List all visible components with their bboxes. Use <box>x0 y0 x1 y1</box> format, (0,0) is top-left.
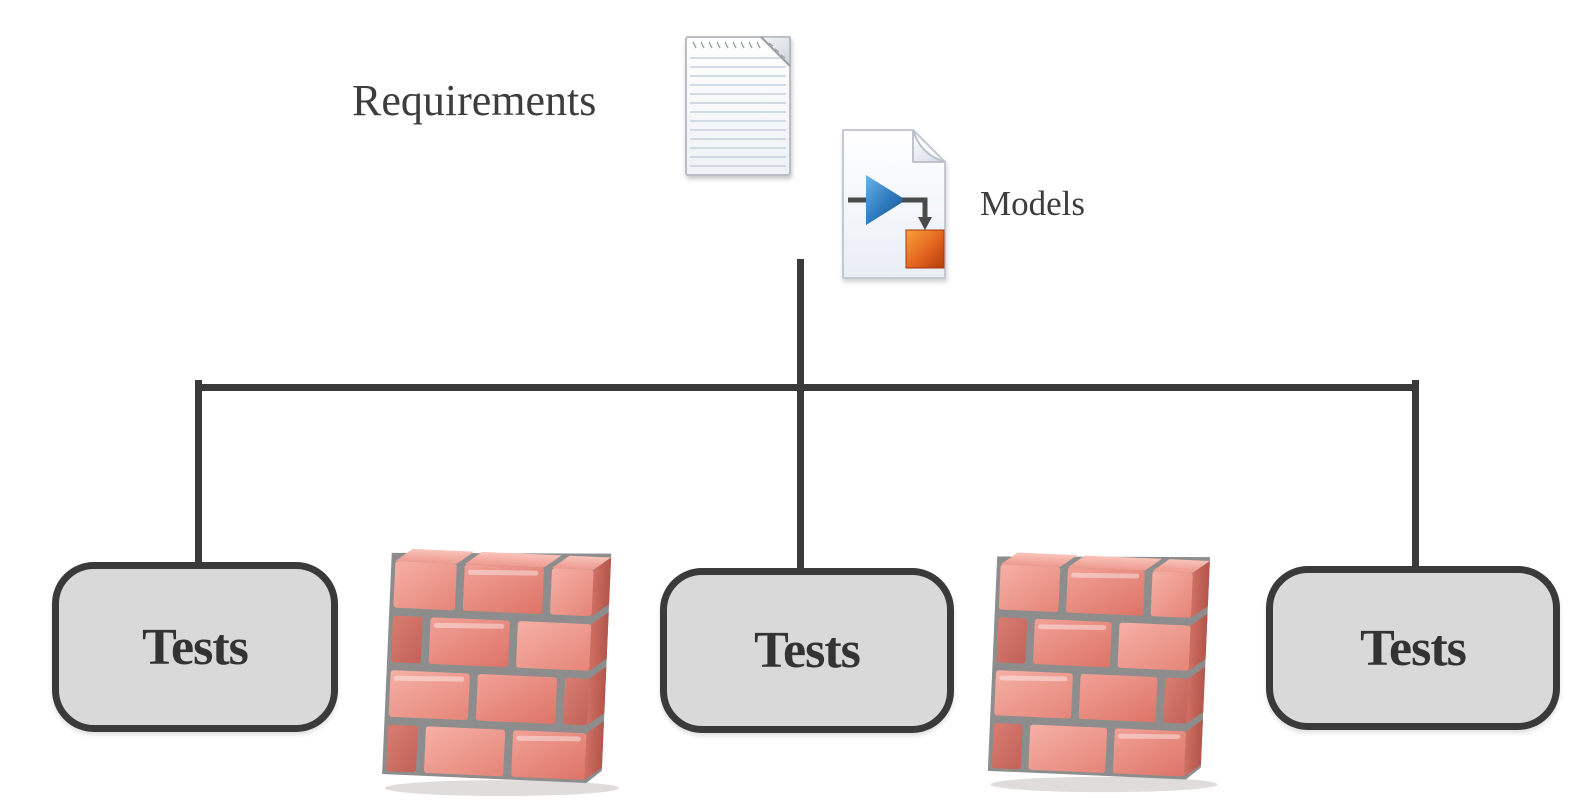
test-box-left: Tests <box>52 562 338 732</box>
connector-left-drop-line <box>195 380 202 564</box>
brick-wall-icon <box>372 538 636 800</box>
connector-trunk-line <box>797 259 804 569</box>
brick-wall-icon <box>978 542 1234 796</box>
test-box-middle: Tests <box>660 568 954 733</box>
requirements-label: Requirements <box>352 76 597 125</box>
lined-document-icon <box>681 30 799 182</box>
models-label: Models <box>980 184 1085 223</box>
simulink-model-file-icon <box>834 124 954 284</box>
connector-right-drop-line <box>1412 380 1419 569</box>
test-box-label: Tests <box>142 618 249 676</box>
test-box-right: Tests <box>1266 566 1560 730</box>
test-box-label: Tests <box>754 622 861 679</box>
connector-horizontal-line <box>195 384 1419 391</box>
test-box-label: Tests <box>1360 619 1467 677</box>
